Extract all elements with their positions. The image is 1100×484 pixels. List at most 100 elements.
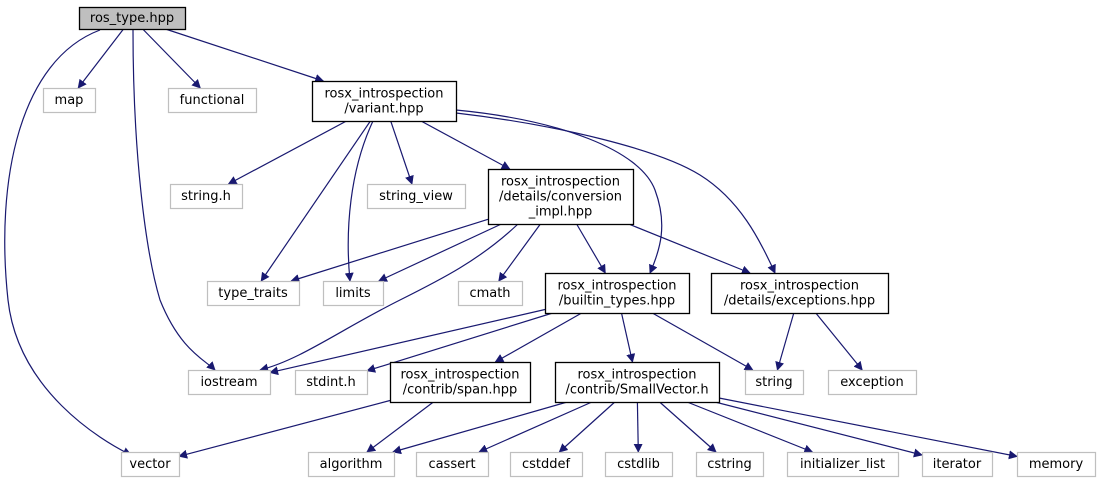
node-label: algorithm [320,457,383,472]
node-box [554,361,721,404]
node-algorithm: algorithm [307,451,396,478]
node-label: limits [335,286,371,301]
node-label: /contrib/span.hpp [403,383,518,398]
node-box [695,451,765,478]
edge-conversion-impl-to-exceptions [628,223,751,275]
node-label: cstring [707,457,751,472]
edge-ros-type-to-map [77,28,124,89]
node-label: memory [1029,457,1084,472]
node-label: initializer_list [800,457,885,472]
edge-smallvector-to-algorithm [392,401,568,455]
node-label: stdint.h [306,375,355,390]
node-label: /contrib/SmallVector.h [565,383,708,398]
node-exception: exception [827,369,918,396]
edge-builtin-types-to-string [652,312,754,371]
node-box [366,183,467,210]
node-label: string [755,375,792,390]
node-box [169,183,244,210]
node-box [827,369,918,396]
edge-conversion-impl-to-iostream [259,223,519,373]
node-box [744,369,805,396]
node-label: string_view [379,189,453,204]
edge-exceptions-to-exception [815,312,863,371]
node-string: string [744,369,805,396]
node-cstring: cstring [695,451,765,478]
node-span[interactable]: rosx_introspection/contrib/span.hpp [389,361,532,404]
node-cassert: cassert [415,451,490,478]
edge-conversion-impl-to-limits [377,223,502,282]
edge-conversion-impl-to-cmath [498,223,541,282]
node-string-h: string.h [169,183,244,210]
node-box [487,168,635,226]
node-box [389,361,532,404]
node-string-view: string_view [366,183,467,210]
edge-builtin-types-to-iostream [269,308,546,376]
node-label: type_traits [218,286,288,301]
node-label: cstdlib [617,457,660,472]
node-box [457,280,524,307]
node-label: functional [180,93,245,108]
node-label: map [55,93,84,108]
node-box [206,280,301,307]
node-label: ros_type.hpp [90,11,174,26]
edge-variant-to-string-view [390,120,414,185]
edge-smallvector-to-memory [718,397,1018,460]
node-box [1016,451,1097,478]
node-label: iostream [200,375,257,390]
edge-exceptions-to-string [775,312,795,371]
edge-ros-type-to-iostream [132,29,216,371]
node-box [311,80,458,123]
node-iostream: iostream [187,369,272,396]
node-conversion-impl[interactable]: rosx_introspection/details/conversion_im… [487,168,635,226]
node-cstddef: cstddef [509,451,584,478]
edge-smallvector-to-iterator [714,401,923,458]
edge-smallvector-to-initializer-list [686,401,814,454]
edge-variant-to-type-traits [260,120,371,282]
edge-span-to-vector [178,399,391,459]
node-box [187,369,272,396]
node-box [415,451,490,478]
node-vector: vector [120,451,181,478]
edge-smallvector-to-cstring [659,401,717,453]
node-variant[interactable]: rosx_introspection/variant.hpp [311,80,458,123]
node-label: /builtin_types.hpp [559,294,675,309]
edge-variant-to-builtin-types [455,109,663,274]
node-label: /details/conversion [499,190,622,205]
node-ros-type[interactable]: ros_type.hpp [78,6,187,31]
node-label: exception [840,375,904,390]
node-map: map [42,87,97,114]
node-box [509,451,584,478]
node-label: _impl.hpp [528,205,593,220]
node-exceptions[interactable]: rosx_introspection/details/exceptions.hp… [710,272,890,315]
edge-conversion-impl-to-type-traits [290,218,489,283]
node-type-traits: type_traits [206,280,301,307]
edge-conversion-impl-to-builtin-types [576,223,606,274]
node-box [167,87,258,114]
edge-builtin-types-to-stdint-h [366,312,553,373]
node-initializer-list: initializer_list [786,451,900,478]
edge-smallvector-to-cassert [478,401,593,453]
node-memory: memory [1016,451,1097,478]
node-label: cassert [428,457,475,472]
node-label: rosx_introspection [501,175,620,190]
node-cstdlib: cstdlib [604,451,674,478]
edge-smallvector-to-cstddef [558,401,616,453]
node-box [120,451,181,478]
node-box [710,272,890,315]
edge-ros-type-to-variant [165,28,325,83]
node-label: rosx_introspection [324,87,443,102]
node-box [921,451,994,478]
node-label: /variant.hpp [344,102,423,117]
node-cmath: cmath [457,280,524,307]
node-builtin-types[interactable]: rosx_introspection/builtin_types.hpp [544,272,691,315]
node-label: rosx_introspection [557,279,676,294]
node-label: /details/exceptions.hpp [724,294,875,309]
node-box [322,280,385,307]
node-label: cstddef [522,457,571,472]
node-label: iterator [933,457,982,472]
edge-span-to-algorithm [366,401,434,453]
node-smallvector[interactable]: rosx_introspection/contrib/SmallVector.h [554,361,721,404]
node-limits: limits [322,280,385,307]
